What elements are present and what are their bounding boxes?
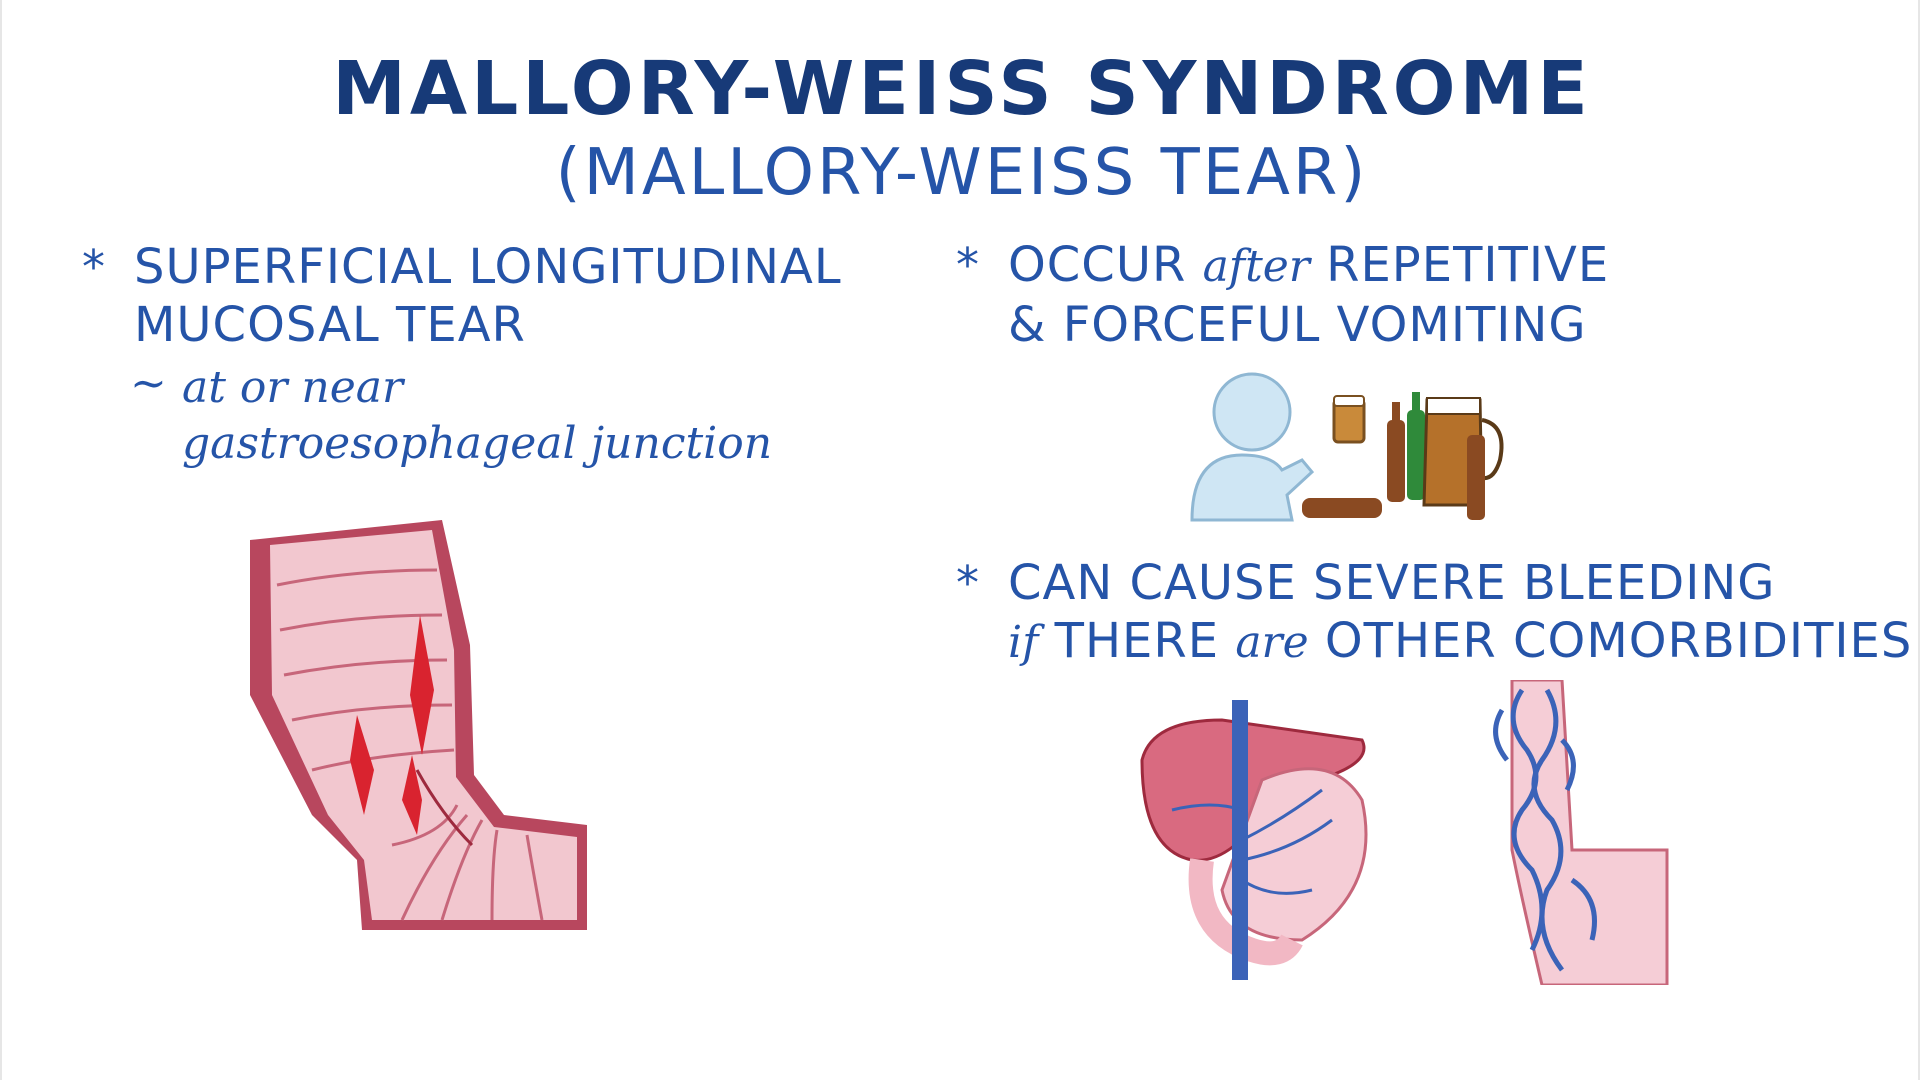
person-body (1190, 453, 1315, 522)
bullet-mucosal-tear: * SUPERFICIAL LONGITUDINAL MUCOSAL TEAR (82, 238, 842, 354)
tear-2 (350, 715, 374, 815)
bullet-line-2: MUCOSAL TEAR (134, 297, 526, 353)
esophagus-stomach (1510, 680, 1669, 985)
vena-cava (1232, 700, 1248, 980)
bullet-line-2: & FORCEFUL VOMITING (1008, 297, 1587, 353)
bullet-vomiting: * OCCUR after REPETITIVE & FORCEFUL VOMI… (956, 236, 1609, 354)
esophageal-varices-illustration (1493, 680, 1669, 985)
varices (1493, 688, 1597, 972)
note-line-1: at or near (182, 362, 404, 413)
tilde-icon: ~ (130, 358, 167, 409)
page-title: MALLORY-WEISS SYNDROME (332, 46, 1592, 132)
word-after: after (1202, 241, 1310, 292)
word-are: are (1235, 617, 1309, 668)
bullet-star-icon: * (82, 240, 106, 294)
word-occur: OCCUR (1008, 237, 1187, 293)
tear-3 (402, 755, 422, 835)
bullet-line-1: OCCUR after REPETITIVE (1008, 236, 1609, 296)
beer-bottle-icon (1387, 420, 1405, 502)
person-drinking-illustration (1190, 372, 1504, 522)
word-if: if (1008, 617, 1039, 668)
location-note: ~ at or near gastroesophageal junction (130, 358, 773, 472)
note-line-2: gastroesophageal junction (182, 418, 773, 469)
liver-portal-illustration (1140, 700, 1368, 980)
page-subtitle: (MALLORY-WEISS TEAR) (555, 136, 1369, 210)
bullet-line-2: if THERE are OTHER COMORBIDITIES (1008, 612, 1912, 672)
portal-veins (1171, 788, 1333, 895)
esophagus-tear-illustration (250, 520, 587, 930)
fallen-bottle-icon (1302, 498, 1382, 518)
person-head (1212, 372, 1292, 452)
bullet-line-1: CAN CAUSE SEVERE BLEEDING (1008, 555, 1776, 611)
word-comorbidities: OTHER COMORBIDITIES (1324, 613, 1913, 669)
bullet-star-icon: * (956, 238, 980, 292)
bullet-star-icon: * (956, 556, 980, 610)
bottle-right-icon (1467, 435, 1485, 520)
tear-1 (410, 615, 434, 755)
bullet-line-1: SUPERFICIAL LONGITUDINAL (134, 239, 842, 295)
word-there: THERE (1054, 613, 1220, 669)
green-bottle-icon (1407, 410, 1425, 500)
bullet-bleeding: * CAN CAUSE SEVERE BLEEDING if THERE are… (956, 554, 1912, 672)
word-repetitive: REPETITIVE (1326, 237, 1610, 293)
